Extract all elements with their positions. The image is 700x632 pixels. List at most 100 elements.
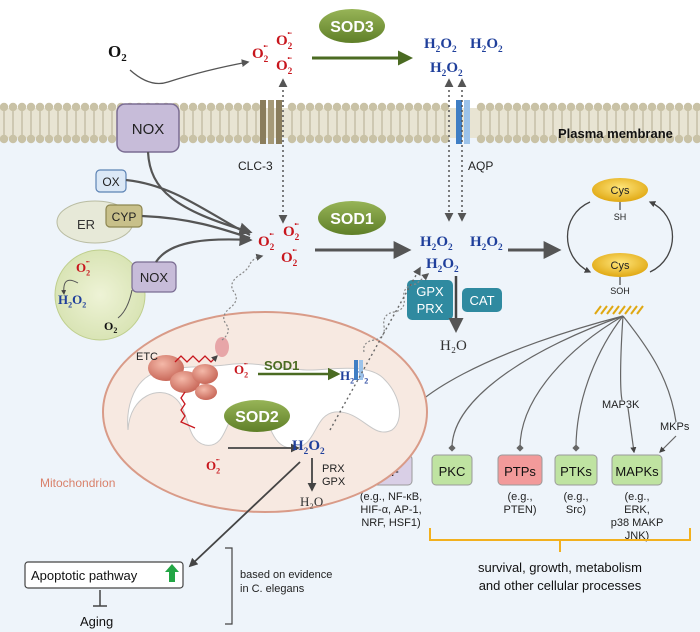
lipid-head xyxy=(647,102,657,112)
lipid-head xyxy=(692,134,700,144)
sod1-mito-label: SOD1 xyxy=(264,358,299,373)
lipid-head xyxy=(287,134,297,144)
cysteine-sulfenic: Cys SOH xyxy=(592,253,648,296)
lipid-head xyxy=(638,134,648,144)
target-example-line: PTEN) xyxy=(504,504,537,516)
etc-electron-path-a xyxy=(174,355,218,363)
signaling-fan-arrows xyxy=(387,315,677,454)
h2o2-to-apoptosis-arrow xyxy=(188,461,301,568)
target-example-line: Src) xyxy=(566,504,586,516)
water-mito: H₂O xyxy=(300,494,323,509)
charge-sign: - xyxy=(217,454,220,464)
lipid-head xyxy=(8,134,18,144)
lipid-head xyxy=(341,102,351,112)
lipid-head xyxy=(233,102,243,112)
mito-h2o2-channel xyxy=(354,360,363,380)
lipid-head xyxy=(98,102,108,112)
lipid-head xyxy=(395,102,405,112)
lipid-head xyxy=(62,102,72,112)
lipid-head xyxy=(53,134,63,144)
lipid-head xyxy=(566,102,576,112)
lipid-head xyxy=(179,134,189,144)
target-label: PTKs xyxy=(560,464,592,479)
h2o2-label: H2O2 xyxy=(430,60,463,79)
outcome-bracket xyxy=(429,528,691,552)
svg-text:GPX: GPX xyxy=(416,284,444,299)
svg-text:Cys: Cys xyxy=(611,260,630,272)
sod1-enzyme: SOD1 xyxy=(318,201,386,235)
lipid-head xyxy=(602,134,612,144)
lipid-head xyxy=(674,134,684,144)
lipid-head xyxy=(611,134,621,144)
target-example-line: (e.g., NF-κB, xyxy=(360,491,422,503)
lipid-head xyxy=(251,134,261,144)
membrane-label: Plasma membrane xyxy=(558,126,673,141)
svg-text:PRX: PRX xyxy=(417,301,444,316)
superoxide-matrix: O2·- xyxy=(206,454,220,476)
aqp-label: AQP xyxy=(468,159,493,173)
lipid-head xyxy=(17,102,27,112)
lipid-head xyxy=(584,134,594,144)
charge-sign: - xyxy=(271,229,274,240)
cat-box: CAT xyxy=(462,288,502,312)
lipid-head xyxy=(287,102,297,112)
nox-organelle-to-superoxide-arrow xyxy=(155,232,253,263)
lipid-head xyxy=(530,102,540,112)
fan-arrow-mapk xyxy=(627,407,637,454)
evidence-line-2: in C. elegans xyxy=(240,583,305,595)
o2-to-superoxide-arrow xyxy=(129,59,250,85)
radical-dot: · xyxy=(294,219,298,231)
lipid-head xyxy=(188,134,198,144)
lipid-head xyxy=(620,134,630,144)
lipid-head xyxy=(539,134,549,144)
lipid-head xyxy=(251,102,261,112)
target-example-line: (e.g., xyxy=(507,491,532,503)
superoxide-label: O2 xyxy=(252,46,269,65)
lipid-head xyxy=(89,134,99,144)
target-ptps: PTPs(e.g.,PTEN) xyxy=(497,454,543,516)
lipid-head xyxy=(503,102,513,112)
lipid-head xyxy=(647,134,657,144)
lipid-head xyxy=(98,134,108,144)
lipid-head xyxy=(71,134,81,144)
target-example-line: (e.g., xyxy=(563,491,588,503)
matrix-h2o2-dotted-arrow xyxy=(329,266,421,431)
lipid-head xyxy=(197,102,207,112)
svg-text:NOX: NOX xyxy=(140,270,169,285)
target-example-line: (e.g., xyxy=(624,491,649,503)
charge-sign: - xyxy=(294,245,297,256)
lipid-head xyxy=(368,134,378,144)
lipid-head xyxy=(377,134,387,144)
svg-text:SOD3: SOD3 xyxy=(330,19,374,36)
fan-arrow-mkps-mapk xyxy=(659,435,677,453)
superoxide-label: O2 xyxy=(234,362,248,380)
lipid-head xyxy=(206,134,216,144)
lipid-head xyxy=(215,102,225,112)
superoxide-label: O2 xyxy=(281,250,298,269)
outcome-line-2: and other cellular processes xyxy=(479,578,642,593)
charge-sign: - xyxy=(289,53,292,64)
h2o2-matrix: H2O2 xyxy=(292,438,325,457)
inhibition-line xyxy=(93,590,107,607)
charge-sign: - xyxy=(296,219,299,230)
cysteine-cycle xyxy=(567,201,673,273)
superoxide-peroxisome: O2·- xyxy=(76,256,90,278)
radical-dot: · xyxy=(269,229,273,241)
lipid-head xyxy=(413,134,423,144)
lipid-head xyxy=(566,134,576,144)
lipid-head xyxy=(683,134,693,144)
lipid-head xyxy=(476,102,486,112)
nox-organelle: NOX xyxy=(131,261,177,293)
cysteine-hatching xyxy=(594,305,644,315)
evidence-bracket xyxy=(225,547,233,625)
lipid-head xyxy=(683,102,693,112)
lipid-head xyxy=(431,134,441,144)
lipid-head xyxy=(539,102,549,112)
mito-membrane-channel xyxy=(215,337,229,357)
lipid-head xyxy=(494,102,504,112)
lipid-head xyxy=(179,102,189,112)
lipid-head xyxy=(422,102,432,112)
lipid-head xyxy=(557,102,567,112)
